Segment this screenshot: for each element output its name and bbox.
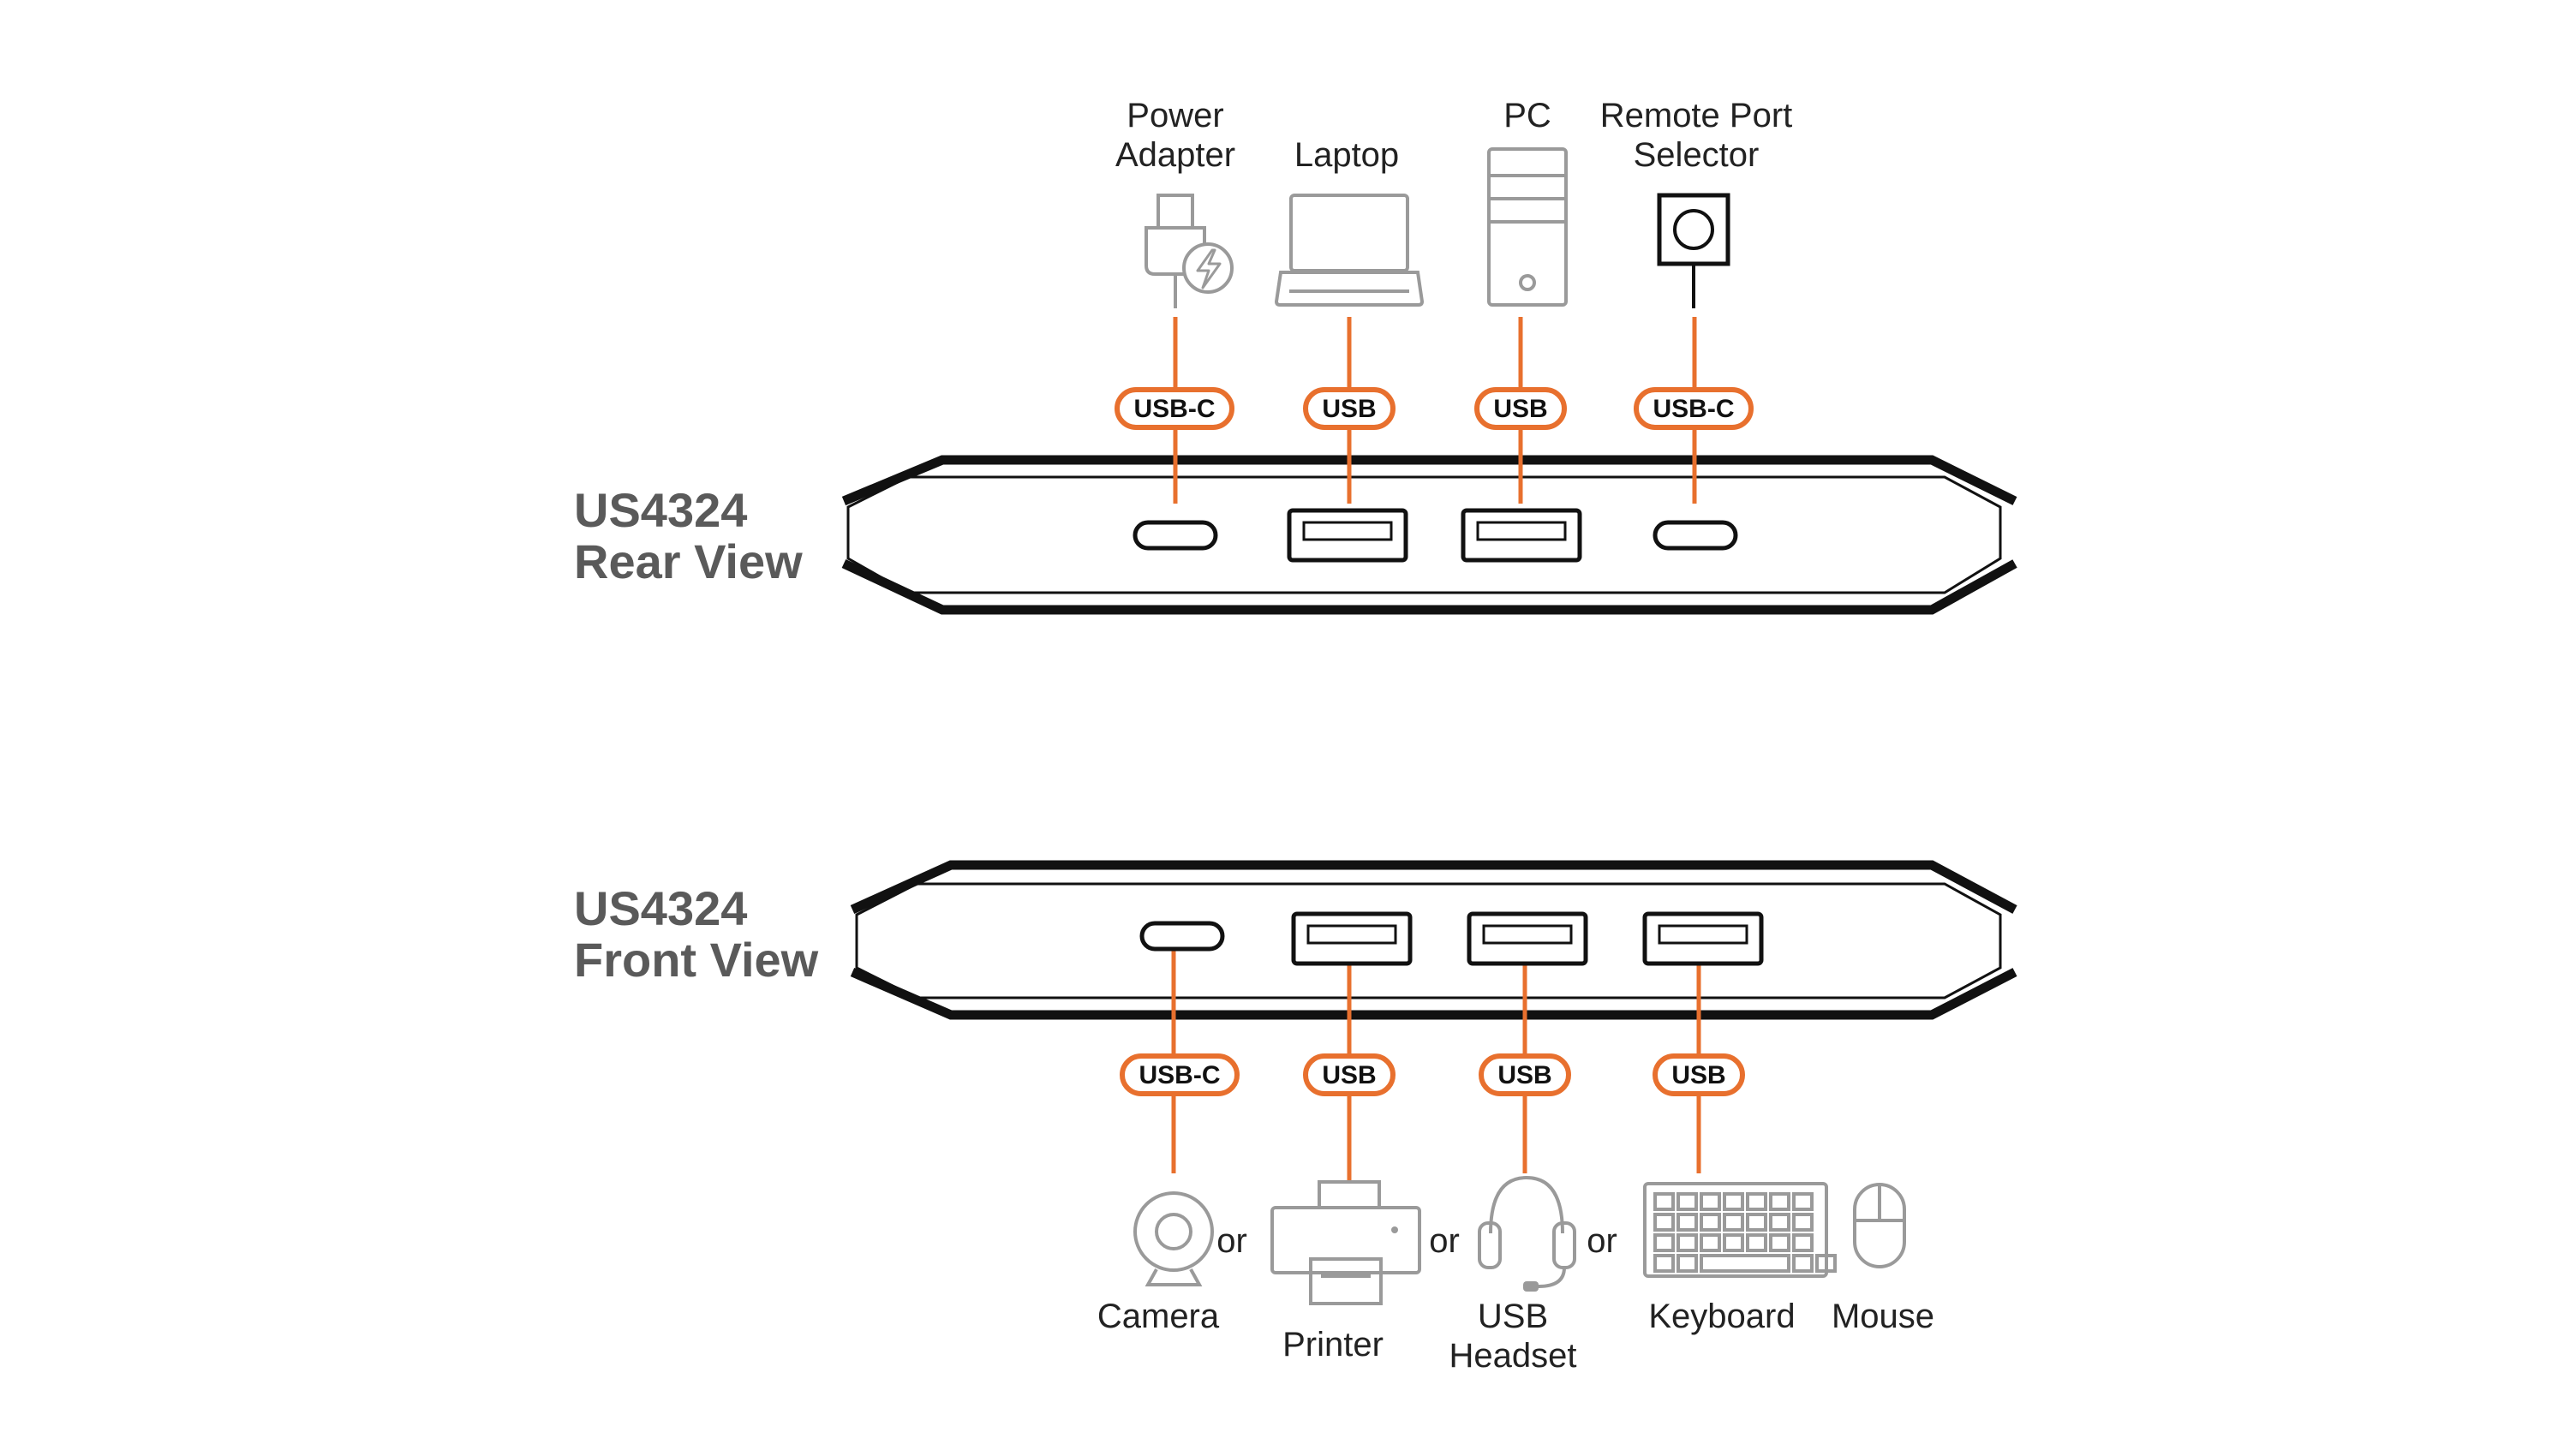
svg-text:USB: USB <box>1493 395 1547 423</box>
rear-model-title: US4324 <box>574 483 747 537</box>
front-view: US4324 Front View USB-C <box>574 860 2017 1375</box>
printer-icon <box>1270 1180 1421 1305</box>
keyboard-key <box>1746 1213 1767 1232</box>
front-model-title: US4324 <box>574 881 747 935</box>
camera-label: Camera <box>1097 1298 1220 1335</box>
remote-selector-label-line1: Remote Port <box>1600 97 1793 134</box>
svg-text:USB: USB <box>1322 395 1376 423</box>
remote-port-selector-icon <box>1657 193 1730 308</box>
printer-label: Printer <box>1282 1326 1384 1364</box>
keyboard-key <box>1653 1233 1675 1252</box>
keyboard-key <box>1653 1213 1675 1232</box>
rear-port-badge-4: USB-C <box>1634 387 1754 430</box>
rear-port-badge-1: USB-C <box>1115 387 1234 430</box>
pc-label: PC <box>1503 97 1551 134</box>
rear-usb-a-port-2 <box>1461 508 1582 563</box>
rear-usb-a-port-1 <box>1287 508 1408 563</box>
or-label-3: or <box>1587 1222 1617 1260</box>
keyboard-key <box>1723 1192 1744 1211</box>
remote-selector-label-line2: Selector <box>1634 136 1760 174</box>
keyboard-key <box>1700 1233 1721 1252</box>
front-port-badge-1: USB-C <box>1120 1053 1240 1096</box>
front-device-body <box>850 860 2017 1020</box>
keyboard-label: Keyboard <box>1648 1298 1795 1335</box>
keyboard-spacebar <box>1700 1254 1790 1273</box>
front-port-badge-4: USB <box>1653 1053 1745 1096</box>
or-label-1: or <box>1216 1222 1247 1260</box>
front-port-badge-3: USB <box>1479 1053 1571 1096</box>
front-usb-a-port-2 <box>1467 911 1588 966</box>
keyboard-key <box>1676 1254 1698 1273</box>
keyboard-key <box>1792 1213 1814 1232</box>
svg-text:USB: USB <box>1322 1061 1376 1089</box>
or-label-2: or <box>1429 1222 1460 1260</box>
svg-text:USB: USB <box>1497 1061 1551 1089</box>
rear-port-badge-2: USB <box>1303 387 1396 430</box>
mouse-icon <box>1853 1183 1906 1268</box>
keyboard-key <box>1653 1192 1675 1211</box>
svg-text:USB-C: USB-C <box>1139 1061 1221 1089</box>
camera-icon <box>1133 1191 1214 1286</box>
headset-icon <box>1478 1175 1576 1292</box>
rear-device-body <box>841 455 2017 615</box>
front-usb-a-port-1 <box>1291 911 1413 966</box>
svg-text:USB-C: USB-C <box>1653 395 1735 423</box>
usb-headset-label-line2: Headset <box>1449 1337 1577 1375</box>
keyboard-key <box>1653 1254 1675 1273</box>
keyboard-key <box>1792 1233 1814 1252</box>
laptop-label: Laptop <box>1294 136 1399 174</box>
rear-view-title: Rear View <box>574 534 803 588</box>
keyboard-key <box>1792 1192 1814 1211</box>
keyboard-icon <box>1643 1182 1837 1278</box>
svg-text:USB: USB <box>1671 1061 1725 1089</box>
keyboard-key <box>1676 1233 1698 1252</box>
keyboard-key <box>1700 1213 1721 1232</box>
laptop-icon <box>1274 194 1425 307</box>
keyboard-key <box>1746 1192 1767 1211</box>
keyboard-key <box>1815 1254 1837 1273</box>
keyboard-key <box>1746 1233 1767 1252</box>
power-adapter-label-line2: Adapter <box>1115 136 1235 174</box>
keyboard-key <box>1676 1213 1698 1232</box>
rear-usb-c-port-2 <box>1653 520 1738 551</box>
rear-port-badge-3: USB <box>1474 387 1567 430</box>
keyboard-key <box>1723 1233 1744 1252</box>
keyboard-key <box>1769 1233 1790 1252</box>
svg-text:USB-C: USB-C <box>1134 395 1216 423</box>
front-view-title: Front View <box>574 933 819 987</box>
front-usb-c-port <box>1139 921 1225 952</box>
rear-view: US4324 Rear View USB-C <box>574 97 2017 615</box>
usb-headset-label-line1: USB <box>1478 1298 1548 1335</box>
front-port-badge-2: USB <box>1303 1053 1396 1096</box>
mouse-label: Mouse <box>1832 1298 1934 1335</box>
keyboard-key <box>1769 1192 1790 1211</box>
keyboard-key <box>1723 1213 1744 1232</box>
front-usb-a-port-3 <box>1642 911 1764 966</box>
keyboard-key <box>1792 1254 1814 1273</box>
keyboard-key <box>1769 1213 1790 1232</box>
power-adapter-icon <box>1145 194 1234 308</box>
keyboard-key <box>1700 1192 1721 1211</box>
keyboard-key <box>1676 1192 1698 1211</box>
pc-tower-icon <box>1487 147 1568 307</box>
rear-usb-c-port-1 <box>1133 520 1218 551</box>
power-adapter-label-line1: Power <box>1127 97 1223 134</box>
